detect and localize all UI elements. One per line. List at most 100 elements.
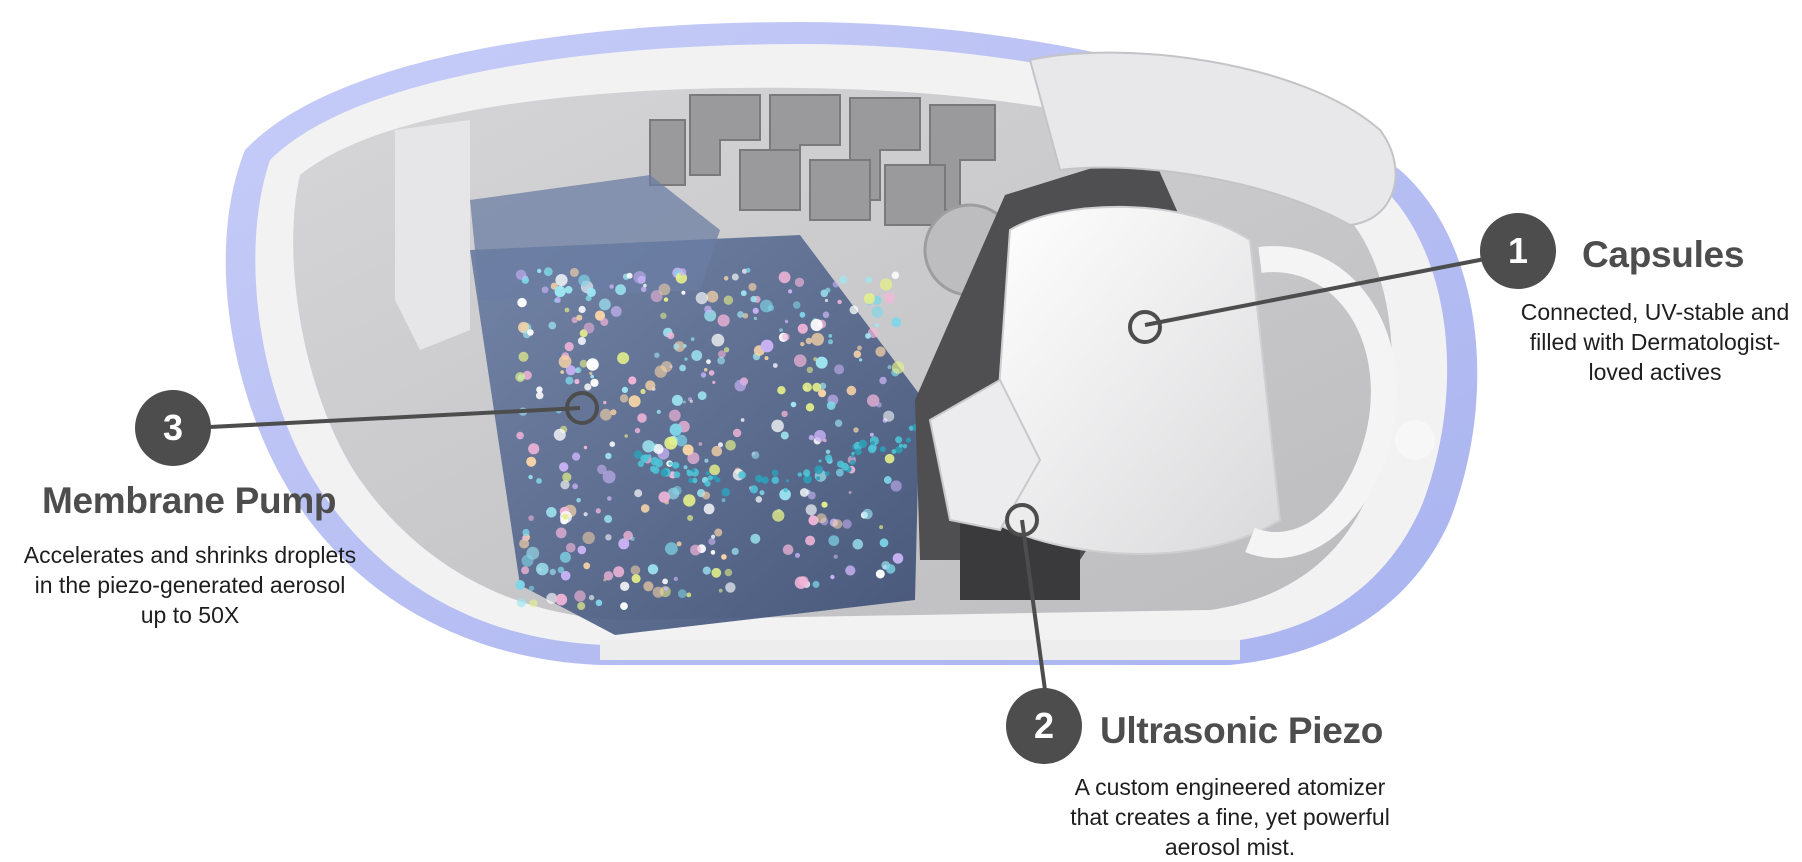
aerosol-particle (879, 376, 887, 385)
aerosol-particle (541, 286, 549, 294)
aerosol-particle (697, 391, 707, 400)
aerosol-stream-particle (818, 459, 822, 463)
aerosol-particle (553, 298, 558, 303)
aerosol-stream-particle (824, 471, 830, 476)
aerosol-particle (890, 480, 902, 492)
aerosol-particle (711, 567, 722, 578)
aerosol-particle (576, 314, 583, 321)
aerosol-stream-particle (654, 459, 663, 468)
aerosol-stream-particle (668, 461, 673, 466)
aerosol-particle (780, 431, 789, 440)
aerosol-particle (772, 509, 785, 522)
aerosol-particle (527, 329, 534, 336)
aerosol-stream-particle (692, 477, 698, 484)
aerosol-particle (577, 545, 587, 555)
aerosol-particle (683, 465, 688, 470)
aerosol-particle (583, 512, 588, 517)
aerosol-particle (695, 292, 708, 305)
aerosol-particle (562, 513, 569, 520)
aerosol-stream-particle (755, 474, 763, 483)
aerosol-particle (609, 284, 614, 289)
aerosol-particle (750, 533, 761, 544)
aerosol-particle (647, 564, 659, 575)
aerosol-particle (725, 582, 736, 593)
aerosol-particle (555, 527, 567, 539)
aerosol-particle (823, 438, 827, 443)
aerosol-stream-particle (898, 443, 903, 448)
aerosol-particle (797, 323, 808, 334)
aerosol-particle (535, 391, 544, 400)
aerosol-particle (642, 440, 655, 453)
aerosol-particle (698, 442, 703, 446)
aerosol-particle (805, 403, 815, 412)
aerosol-particle (645, 380, 656, 391)
aerosol-particle (805, 535, 816, 546)
aerosol-particle (654, 352, 660, 358)
aerosol-particle (676, 541, 682, 547)
aerosol-particle (637, 413, 647, 423)
aerosol-particle (690, 544, 701, 556)
aerosol-particle (515, 269, 527, 280)
aerosol-particle (515, 580, 525, 590)
aerosol-particle (564, 342, 574, 352)
aerosol-particle (599, 298, 611, 311)
aerosol-particle (555, 593, 568, 606)
aerosol-stream-particle (672, 461, 679, 469)
aerosol-particle (586, 287, 596, 297)
aerosol-particle (740, 290, 747, 297)
aerosol-particle (731, 547, 739, 556)
aerosol-particle (760, 299, 773, 313)
aerosol-particle (549, 568, 556, 576)
aerosol-particle (662, 578, 668, 585)
aerosol-particle (706, 359, 711, 365)
aerosol-particle (595, 508, 601, 514)
aerosol-particle (574, 378, 580, 385)
aerosol-particle (528, 585, 535, 592)
aerosol-particle (522, 528, 530, 537)
aerosol-particle (515, 372, 526, 382)
aerosol-particle (752, 307, 759, 314)
aerosol-particle (673, 576, 678, 582)
aerosol-particle (846, 385, 857, 396)
aerosol-particle (748, 283, 757, 291)
aerosol-particle (883, 476, 892, 484)
aerosol-particle (660, 312, 667, 319)
aerosol-stream-particle (814, 465, 824, 475)
aerosol-particle (788, 289, 793, 294)
aerosol-particle (564, 307, 570, 313)
aerosol-particle (603, 571, 614, 581)
callout-line-pump (209, 406, 581, 429)
aerosol-particle (609, 441, 616, 448)
aerosol-particle (686, 592, 692, 598)
aerosol-particle (578, 305, 586, 314)
aerosol-particle (812, 382, 822, 392)
aerosol-particle (771, 419, 784, 433)
aerosol-particle (822, 311, 830, 319)
aerosol-particle (732, 428, 742, 438)
aerosol-particle (792, 301, 801, 309)
aerosol-particle (708, 537, 716, 546)
aerosol-particle (557, 566, 565, 574)
aerosol-particle (711, 333, 725, 347)
nozzle-bracket (928, 378, 1042, 532)
aerosol-particle (604, 515, 613, 523)
aerosol-particle (643, 283, 647, 288)
aerosol-stream-particle (891, 449, 897, 454)
aerosol-particle (828, 535, 840, 546)
aerosol-stream-particle (721, 487, 731, 497)
aerosol-particle (875, 346, 886, 357)
aerosol-stream-particle (879, 446, 886, 453)
aerosol-particle (723, 347, 730, 353)
aerosol-particle (683, 494, 696, 507)
aerosol-particle (620, 602, 628, 610)
callout-title-pump: Membrane Pump (42, 480, 337, 521)
aerosol-particle (718, 442, 723, 448)
aerosol-particle (883, 292, 896, 304)
aerosol-stream-particle (850, 454, 855, 458)
capsule-lid (1028, 51, 1397, 227)
aerosol-stream-particle (803, 474, 812, 484)
aerosol-particle (782, 544, 794, 555)
aerosol-particle (883, 410, 895, 422)
